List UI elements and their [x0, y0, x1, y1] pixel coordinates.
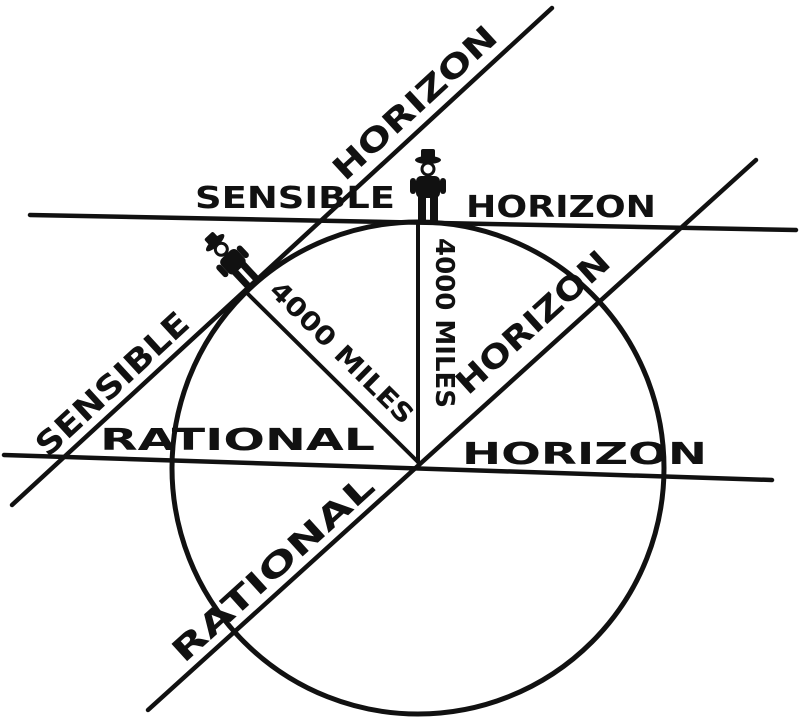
observer-side-icon [204, 232, 262, 292]
sensible-horizon-horizontal-line [27, 212, 799, 233]
rational-horizon-horizontal-line [1, 452, 775, 483]
label-rational-left: RATIONAL [100, 423, 375, 458]
label-radius-vertical: 4000 MILES [429, 238, 459, 408]
label-sensible-top-left: SENSIBLE [195, 181, 395, 216]
label-horizon-top-right: HORIZON [466, 190, 656, 225]
label-radius-diagonal: 4000 MILES [263, 276, 419, 431]
rational-horizon-tilted-line [145, 157, 759, 713]
sensible-horizon-tilted-line [9, 5, 555, 508]
observer-top-icon [410, 149, 446, 222]
radius-diagonal-line [244, 290, 420, 464]
label-horizon-right: HORIZON [462, 437, 707, 472]
label-horizon-tilted-upper: HORIZON [325, 18, 505, 188]
label-horizon-tilted-right: HORIZON [448, 243, 618, 402]
label-rational-tilted-lower: RATIONAL [164, 467, 382, 670]
